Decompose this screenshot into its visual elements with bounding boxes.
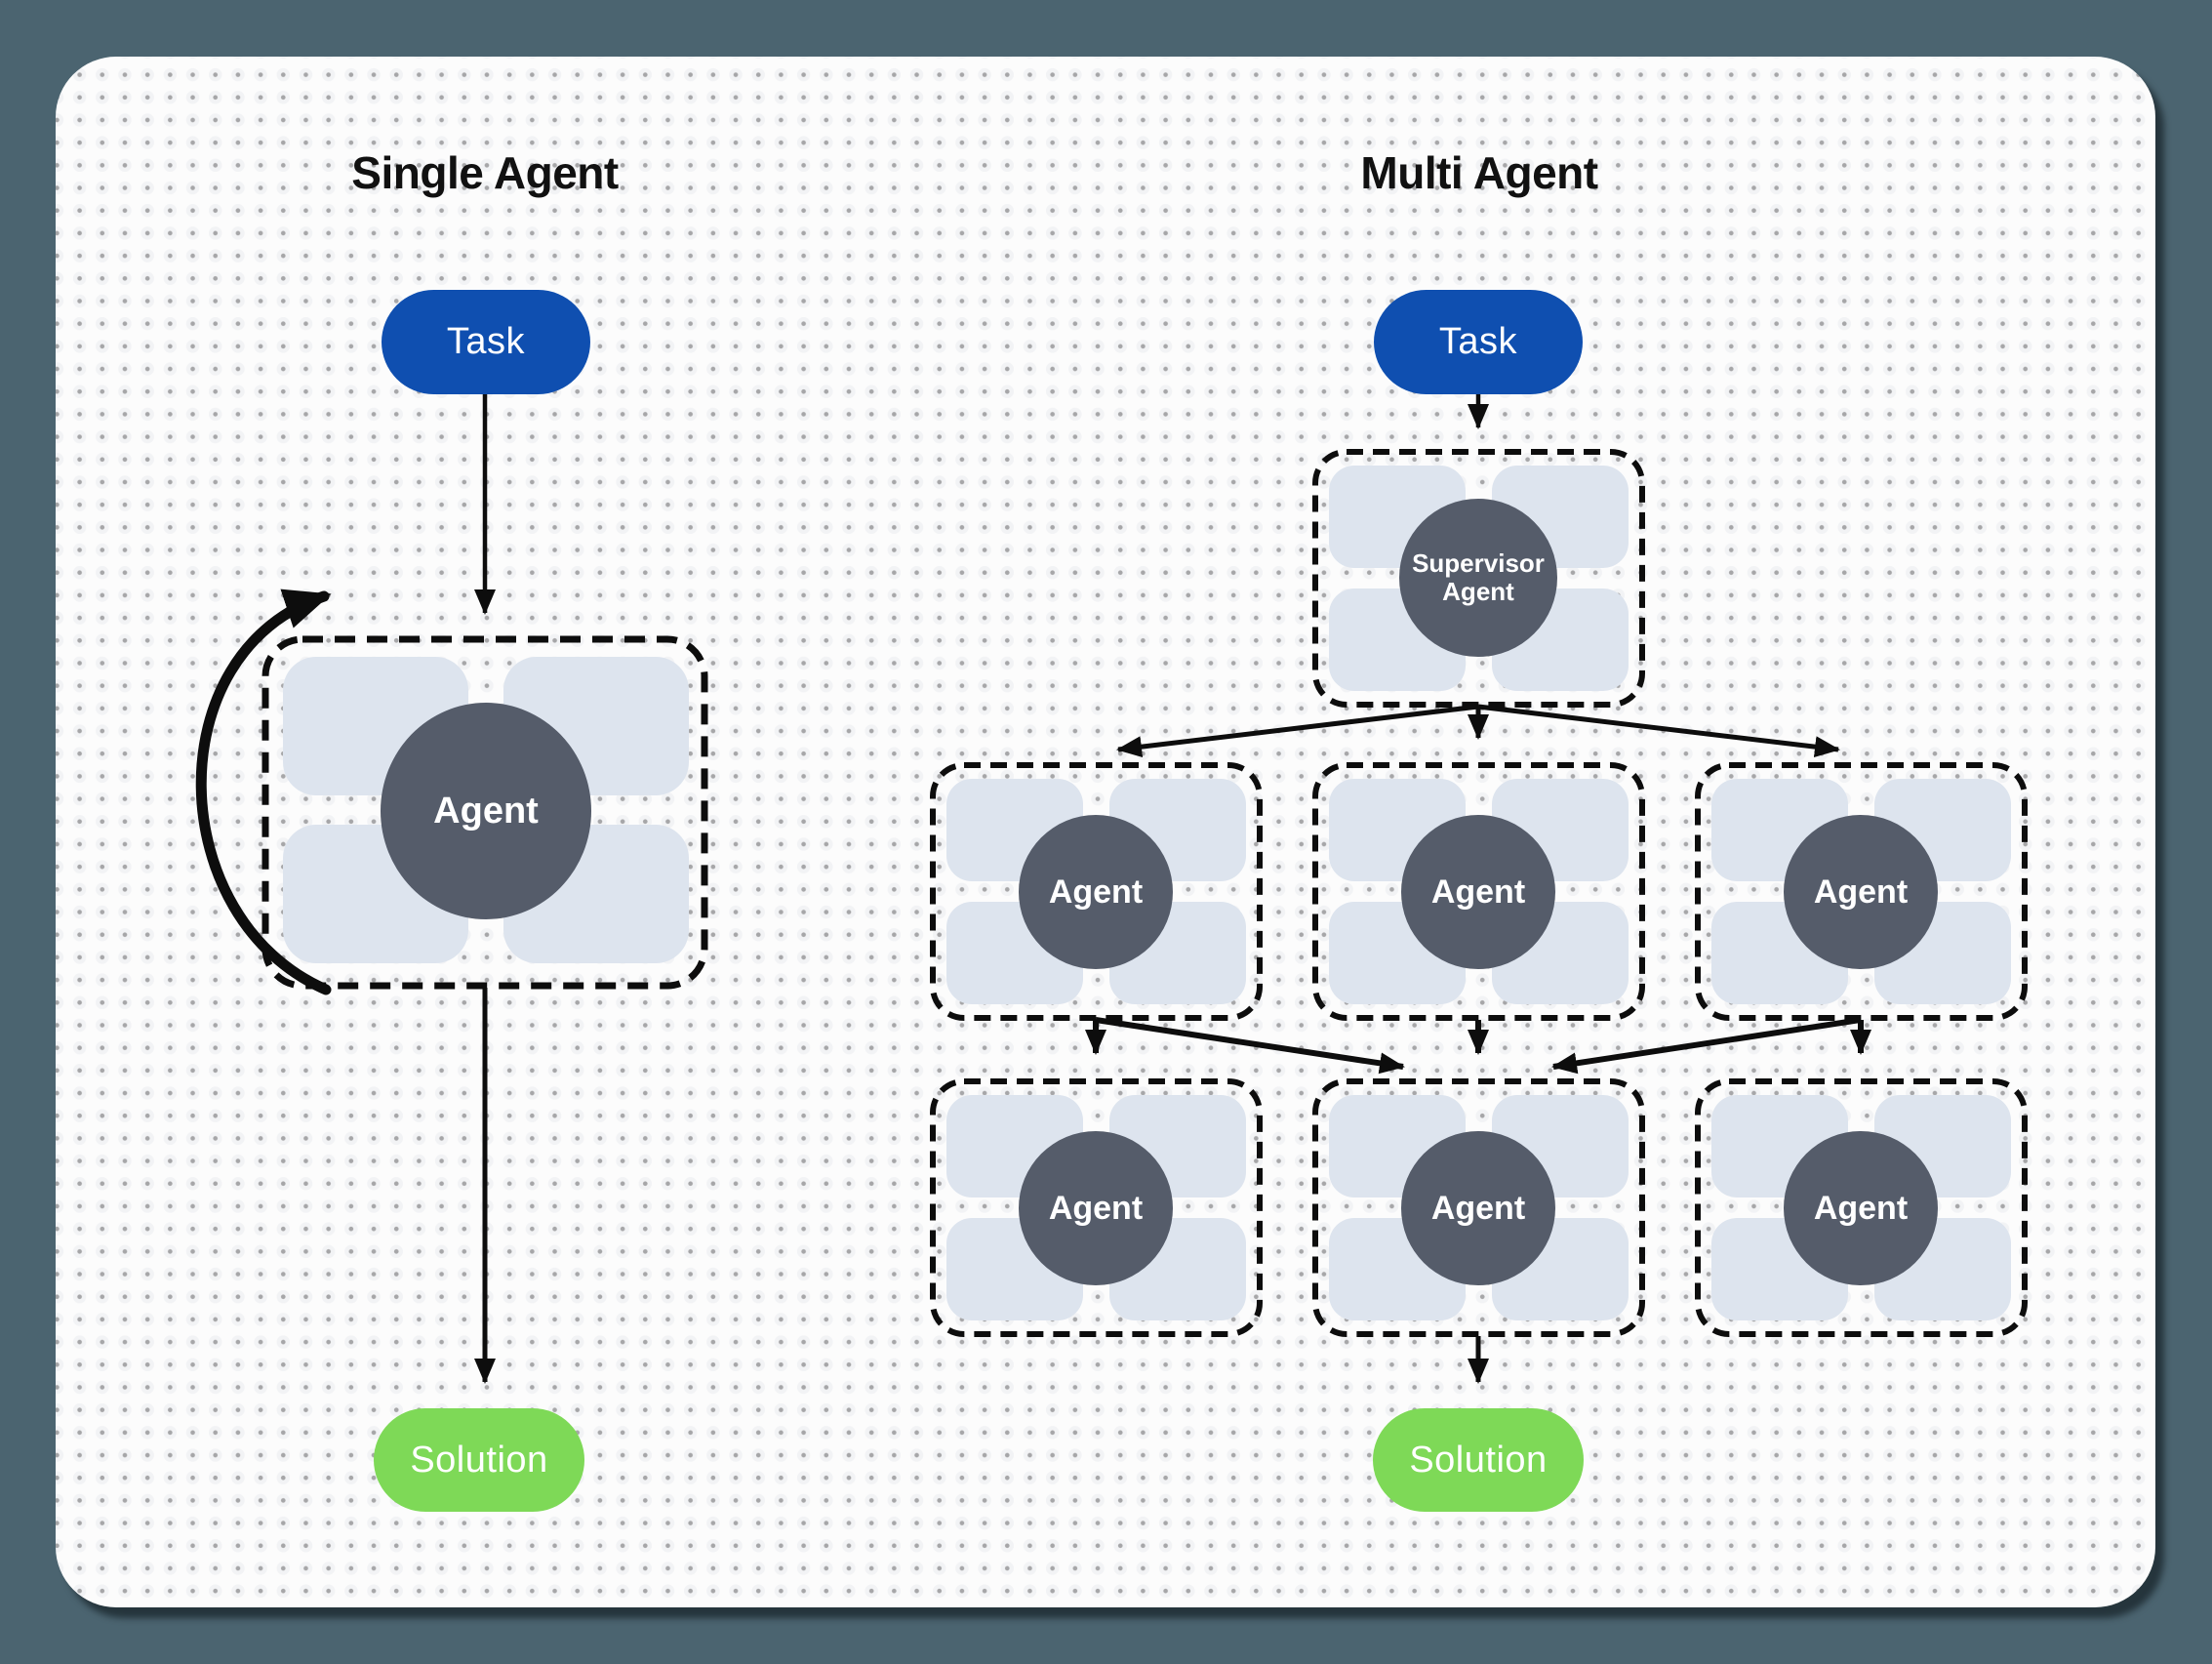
supervisor-agent-node: Supervisor Agent (1399, 499, 1557, 657)
worker-agent-label: Agent (1430, 1189, 1526, 1227)
worker-agent-label: Agent (1048, 873, 1144, 911)
supervisor-label-line1: Supervisor (1412, 548, 1545, 578)
single-agent-node: Agent (381, 703, 591, 919)
multi-solution-pill: Solution (1373, 1408, 1584, 1512)
worker-agent-label: Agent (1813, 873, 1909, 911)
multi-task-label: Task (1438, 321, 1518, 362)
multi-agent-title: Multi Agent (1360, 147, 1598, 198)
worker-agent-node: Agent (1784, 1131, 1938, 1285)
single-solution-label: Solution (410, 1439, 548, 1481)
single-task-pill: Task (382, 290, 590, 394)
worker-agent-node: Agent (1019, 815, 1173, 969)
worker-agent-node: Agent (1019, 1131, 1173, 1285)
worker-agent-node: Agent (1401, 1131, 1555, 1285)
worker-agent-label: Agent (1813, 1189, 1909, 1227)
worker-agent-node: Agent (1401, 815, 1555, 969)
supervisor-label-line2: Agent (1442, 577, 1514, 606)
multi-solution-label: Solution (1409, 1439, 1548, 1481)
single-task-label: Task (446, 321, 526, 362)
worker-agent-label: Agent (1048, 1189, 1144, 1227)
single-agent-label: Agent (433, 790, 539, 832)
multi-task-pill: Task (1374, 290, 1583, 394)
worker-agent-node: Agent (1784, 815, 1938, 969)
worker-agent-label: Agent (1430, 873, 1526, 911)
single-agent-title: Single Agent (351, 147, 619, 198)
single-solution-pill: Solution (374, 1408, 584, 1512)
